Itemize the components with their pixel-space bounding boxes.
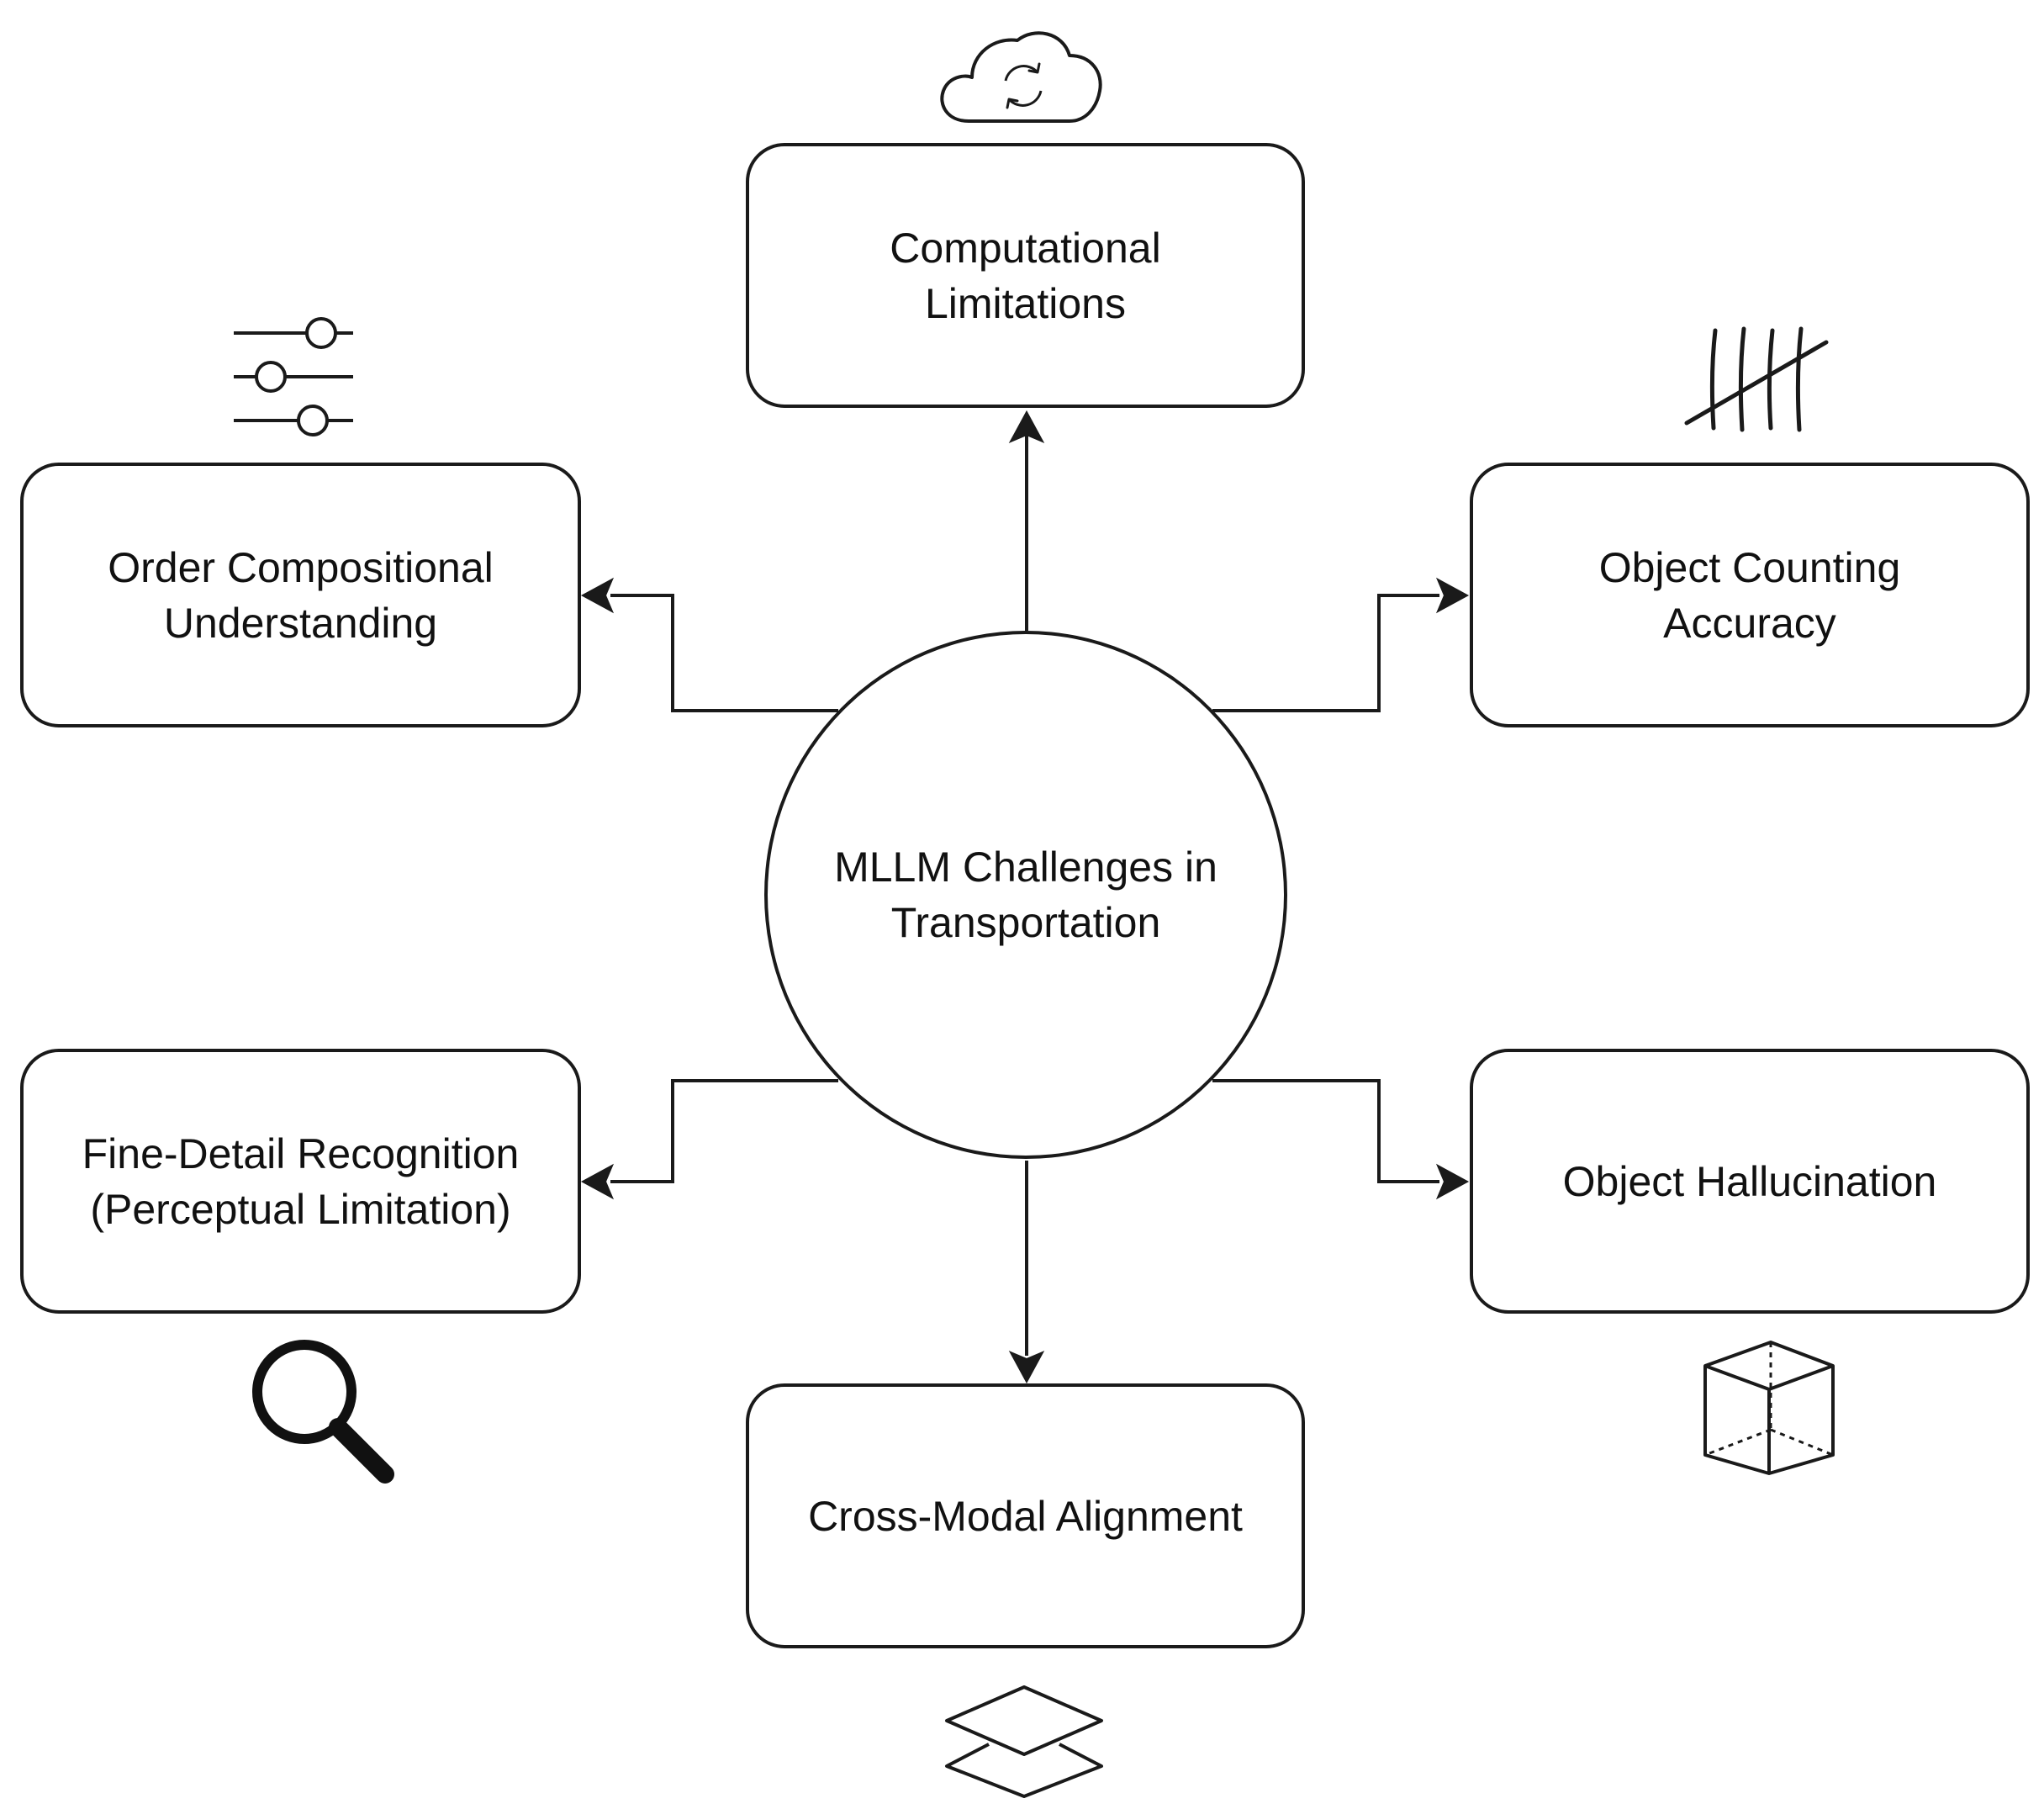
node-fine-detail-label: Fine-Detail Recognition (Perceptual Limi… [82, 1129, 520, 1233]
tally-marks-icon [1684, 326, 1829, 432]
node-hallucination: Object Hallucination [1470, 1049, 2030, 1314]
node-counting-label: Object Counting Accuracy [1598, 543, 1901, 647]
node-cross-modal-label: Cross-Modal Alignment [808, 1492, 1243, 1540]
arrowhead-down [1008, 1350, 1045, 1384]
arrowhead-right-bottom [1435, 1163, 1470, 1200]
node-computational-label: Computational Limitations [890, 224, 1161, 327]
arrowhead-left-top [580, 577, 615, 614]
arrowhead-right-top [1435, 577, 1470, 614]
magnifier-icon [252, 1340, 394, 1484]
cloud-sync-icon [940, 31, 1102, 123]
arrow-to-counting [1212, 594, 1439, 712]
arrow-to-hallucination [1212, 1079, 1439, 1183]
cube-icon [1703, 1341, 1835, 1475]
center-node-label: MLLM Challenges in Transportation [834, 844, 1217, 946]
center-node: MLLM Challenges in Transportation [764, 631, 1287, 1159]
sliders-icon [234, 317, 353, 436]
node-order-label: Order Compositional Understanding [108, 543, 494, 647]
node-cross-modal: Cross-Modal Alignment [746, 1383, 1305, 1648]
arrowhead-up [1008, 410, 1045, 444]
node-computational: Computational Limitations [746, 143, 1305, 408]
arrowhead-left-bottom [580, 1163, 615, 1200]
arrow-to-fine-detail [610, 1079, 838, 1183]
node-fine-detail: Fine-Detail Recognition (Perceptual Limi… [20, 1049, 581, 1314]
layers-icon [945, 1685, 1103, 1798]
node-order: Order Compositional Understanding [20, 463, 581, 727]
node-hallucination-label: Object Hallucination [1562, 1157, 1937, 1205]
arrow-to-order [610, 594, 838, 712]
node-counting: Object Counting Accuracy [1470, 463, 2030, 727]
